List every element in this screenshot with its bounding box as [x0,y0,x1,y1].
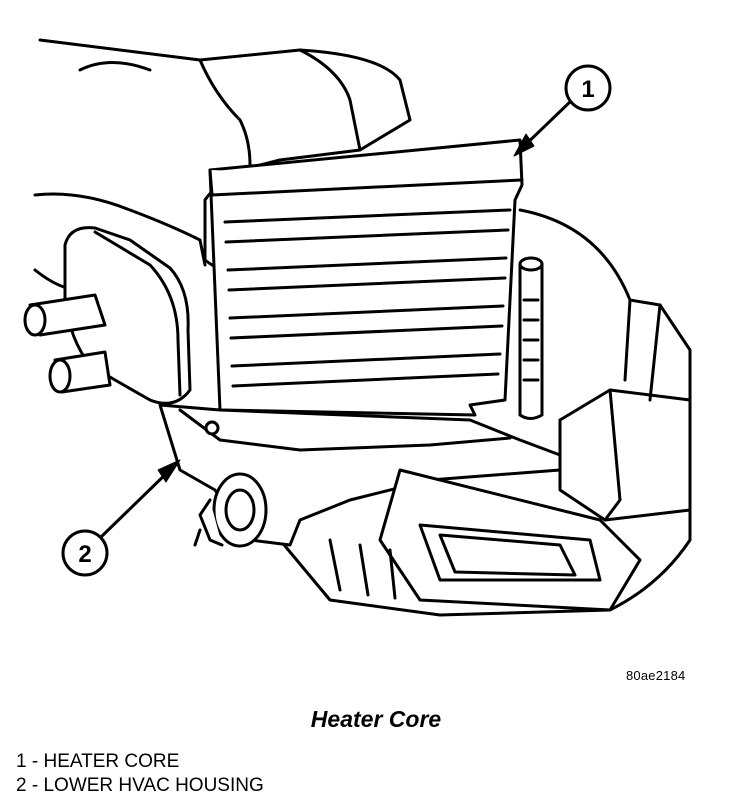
upper-housing-shell [278,208,692,617]
core-pipe-flange [23,226,192,405]
legend-item-number: 1 [16,751,27,772]
legend-item: 1 - HEATER CORE [16,751,180,772]
heater-core-illustration: 1 2 [23,38,692,617]
legend-item: 2 - LOWER HVAC HOUSING [16,775,264,796]
figure-code: 80ae2184 [626,668,686,683]
legend-item-label: LOWER HVAC HOUSING [43,775,264,796]
callout-2 [61,459,181,577]
legend-item-label: HEATER CORE [43,751,180,772]
lower-hvac-housing [158,403,642,612]
callout-1 [513,64,612,157]
callout-2-number: 2 [78,541,91,568]
heater-core [208,138,524,417]
upper-hand [38,38,412,275]
legend-item-number: 2 [16,775,27,796]
figure-title: Heater Core [310,706,442,732]
legend: 1 - HEATER CORE 2 - LOWER HVAC HOUSING [16,750,264,798]
drain-tube [518,256,544,420]
callout-1-number: 1 [581,76,594,103]
